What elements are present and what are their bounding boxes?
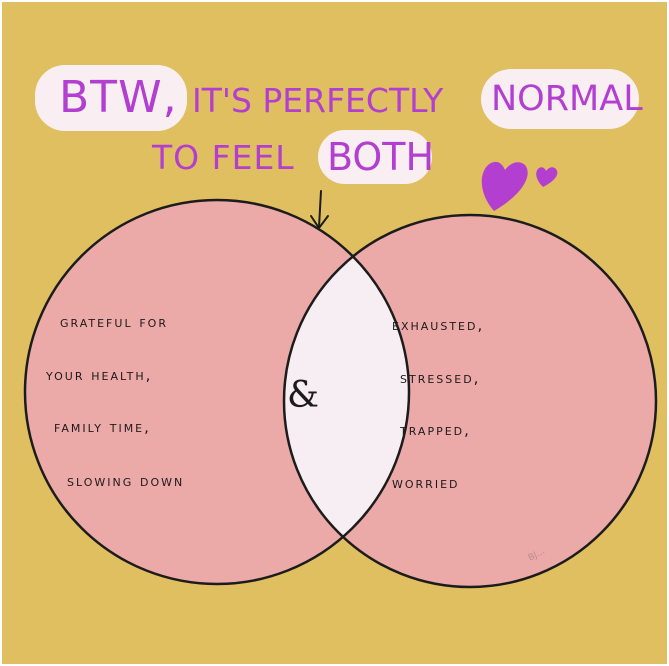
left-item-3: FAMILY TIME, — [54, 418, 151, 436]
title-bubble-both — [318, 130, 432, 184]
left-circle-outline — [23, 198, 411, 586]
title-normal: NORMAL — [491, 79, 643, 119]
title-bubble-btw — [35, 65, 187, 131]
title-bubble-normal — [481, 69, 639, 129]
ampersand: & — [287, 375, 320, 416]
right-item-4: WORRIED — [392, 474, 460, 492]
right-item-1: EXHAUSTED, — [392, 316, 485, 334]
intersection — [284, 215, 409, 584]
title-to-feel: TO FEEL — [152, 138, 295, 177]
left-item-2: YOUR HEALTH, — [46, 366, 153, 384]
left-item-1: GRATEFUL FOR — [60, 313, 168, 331]
right-item-2: STRESSED, — [400, 369, 481, 387]
right-circle-outline — [282, 213, 658, 589]
heart-small-icon — [536, 167, 558, 187]
heart-icon — [481, 161, 528, 211]
title-btw: BTW, — [59, 72, 178, 123]
left-item-4: SLOWING DOWN — [67, 472, 185, 490]
title-both: BOTH — [327, 135, 435, 179]
right-item-3: TRAPPED, — [400, 421, 471, 439]
down-arrow-icon — [310, 190, 329, 230]
title-perfectly: IT'S PERFECTLY — [192, 81, 444, 120]
